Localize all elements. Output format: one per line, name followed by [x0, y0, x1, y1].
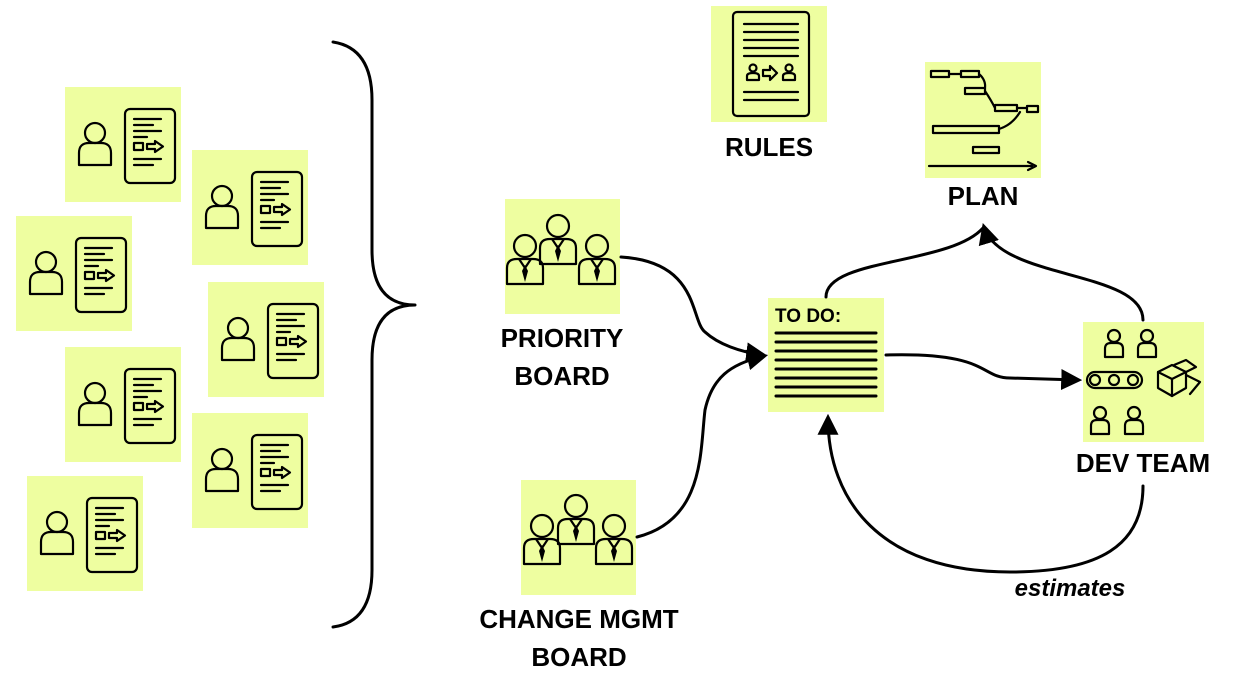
grouping-brace: [331, 40, 417, 629]
change-board-note: [521, 480, 636, 595]
estimates-label: estimates: [1015, 575, 1126, 602]
story-note: [65, 87, 181, 202]
rules-note: [711, 6, 827, 122]
story-note: [192, 150, 308, 265]
rules-label: RULES: [725, 132, 813, 162]
plan-label: PLAN: [948, 181, 1019, 211]
change-board-label-line1: CHANGE MGMT: [479, 604, 678, 634]
priority-board-label-line1: PRIORITY: [501, 323, 624, 353]
todo-label: TO DO:: [775, 306, 841, 327]
priority-to-todo-arrow: [619, 255, 768, 364]
plan-note: [925, 62, 1041, 178]
estimates-arrow: [817, 413, 1145, 574]
devteam-to-plan-arrow: [978, 222, 1145, 322]
dev-team-note: [1083, 322, 1204, 442]
gantt-plan-icon: [927, 69, 1040, 172]
priority-board-note: [505, 199, 620, 314]
dev-team-label: DEV TEAM: [1076, 448, 1210, 478]
story-note: [65, 347, 181, 462]
story-note: [192, 413, 308, 528]
todo-lines: [774, 331, 878, 398]
story-note: [16, 216, 132, 331]
story-note: [208, 282, 324, 397]
rules-document-icon: [731, 10, 811, 118]
change-board-label-line2: BOARD: [531, 642, 626, 672]
story-note: [27, 476, 143, 591]
team-pipeline-icon: [1085, 328, 1202, 436]
change-to-todo-arrow: [635, 349, 769, 539]
story-notes: [16, 87, 324, 591]
priority-board-label-line2: BOARD: [514, 361, 609, 391]
todo-to-plan-arrow: [824, 226, 985, 299]
todo-note: TO DO:: [768, 298, 884, 412]
todo-to-devteam-arrow: [884, 353, 1083, 391]
